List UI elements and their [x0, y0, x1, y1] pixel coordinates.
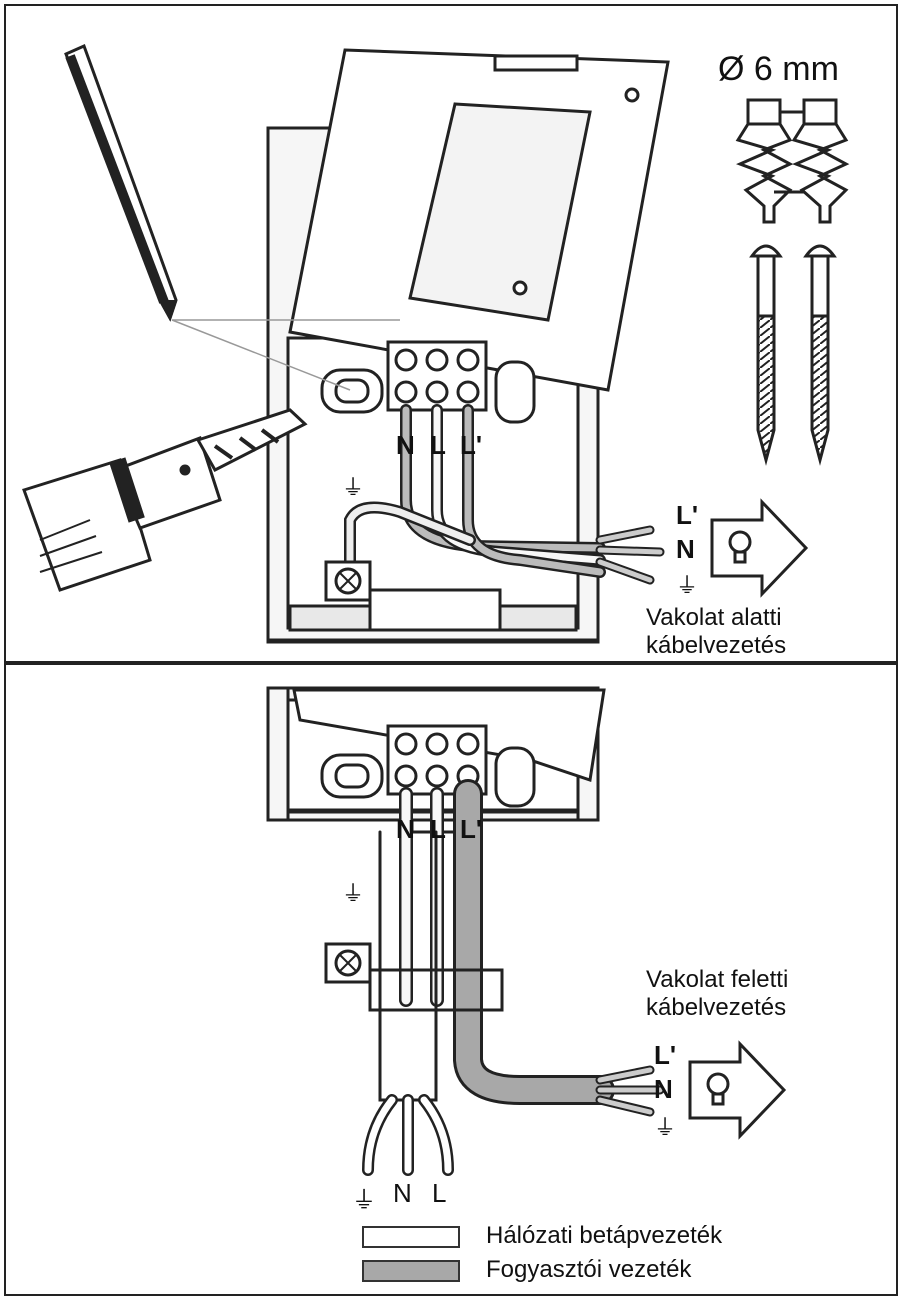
- terminal-block-top: [386, 340, 488, 412]
- ground-symbol-icon: ⏚: [676, 573, 699, 598]
- terminal-label-n: N: [396, 814, 415, 844]
- caption-top-line1: Vakolat alatti: [646, 604, 782, 631]
- diameter-label: Ø 6 mm: [718, 50, 839, 88]
- caption-bottom-line1: Vakolat feletti: [646, 966, 789, 993]
- screw-icon: [749, 244, 837, 466]
- wall-plug-icon: [735, 98, 850, 224]
- bulb-arrow-icon: [688, 1040, 787, 1140]
- wires-top: [344, 404, 665, 585]
- output-label-l-prime: L': [676, 500, 699, 530]
- output-label-n: N: [676, 534, 695, 564]
- legend-swatch-supply: [362, 1226, 460, 1248]
- output-label-l-prime: L': [654, 1040, 677, 1070]
- terminal-label-l: L: [430, 430, 446, 460]
- diagram-frame: [4, 4, 898, 1296]
- ground-symbol-icon: ⏚: [654, 1115, 677, 1140]
- terminal-label-l-prime: L': [460, 814, 483, 844]
- supply-label-ground: ⏚: [352, 1187, 376, 1214]
- legend-swatch-load: [362, 1260, 460, 1282]
- mounting-holes-top: [320, 360, 536, 424]
- ground-screw-top: [324, 560, 372, 602]
- terminal-block-bottom: [386, 724, 488, 796]
- ground-screw-bottom: [324, 942, 372, 984]
- output-label-n: N: [654, 1074, 673, 1104]
- drill-icon: [22, 408, 308, 592]
- supply-label-n: N: [393, 1178, 412, 1208]
- terminal-label-l-prime: L': [460, 430, 483, 460]
- pencil-icon: [64, 43, 178, 322]
- legend-label-supply: Hálózati betápvezeték: [486, 1222, 723, 1249]
- supply-label-l: L: [432, 1178, 447, 1208]
- lid-top: [288, 48, 670, 392]
- strain-relief-bottom: [368, 968, 504, 1012]
- mounting-holes-bottom: [320, 746, 536, 808]
- ground-symbol-icon: ⏚: [342, 881, 365, 906]
- section-divider: [4, 661, 898, 665]
- bulb-arrow-icon: [710, 498, 809, 598]
- ground-symbol-icon: ⏚: [342, 475, 365, 500]
- terminal-label-n: N: [396, 430, 415, 460]
- caption-top-line2: kábelvezetés: [646, 632, 787, 659]
- legend-label-load: Fogyasztói vezeték: [486, 1256, 692, 1283]
- caption-bottom-line2: kábelvezetés: [646, 994, 787, 1021]
- terminal-label-l: L: [430, 814, 446, 844]
- guide-line: [171, 319, 351, 391]
- wires-bottom: [362, 779, 665, 1176]
